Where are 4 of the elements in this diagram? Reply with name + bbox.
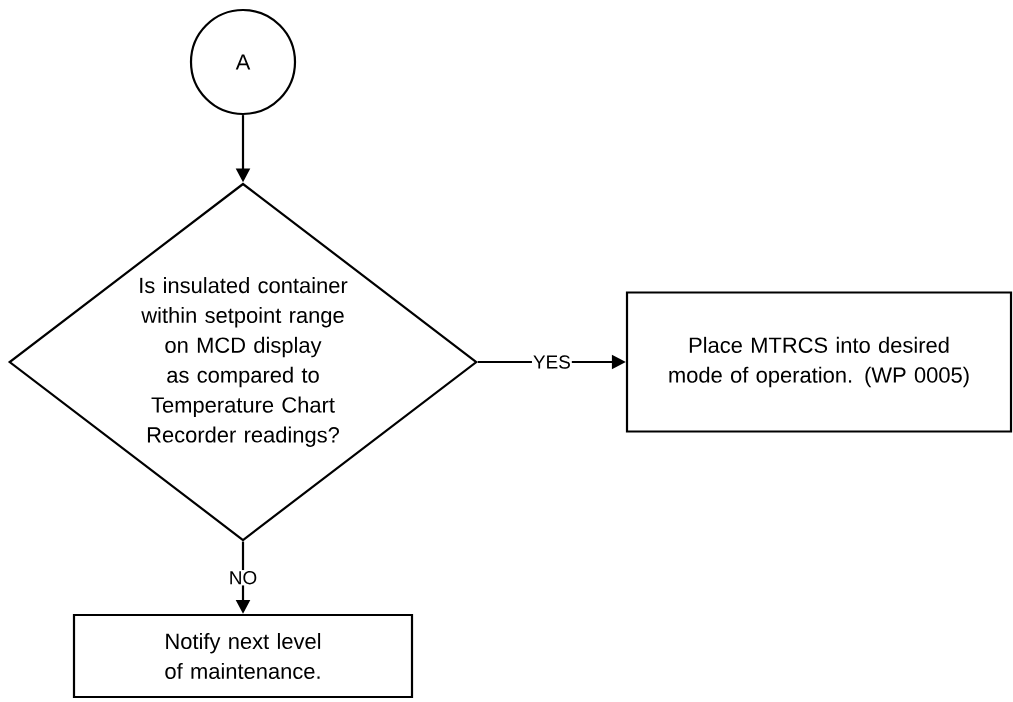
process-box: Notify next level of maintenance.: [72, 613, 414, 699]
process-box: Place MTRCS into desired mode of operation. (WP 0005): [625, 291, 1013, 433]
edge-label: YES: [531, 354, 572, 370]
edge-label: NO: [227, 570, 259, 586]
